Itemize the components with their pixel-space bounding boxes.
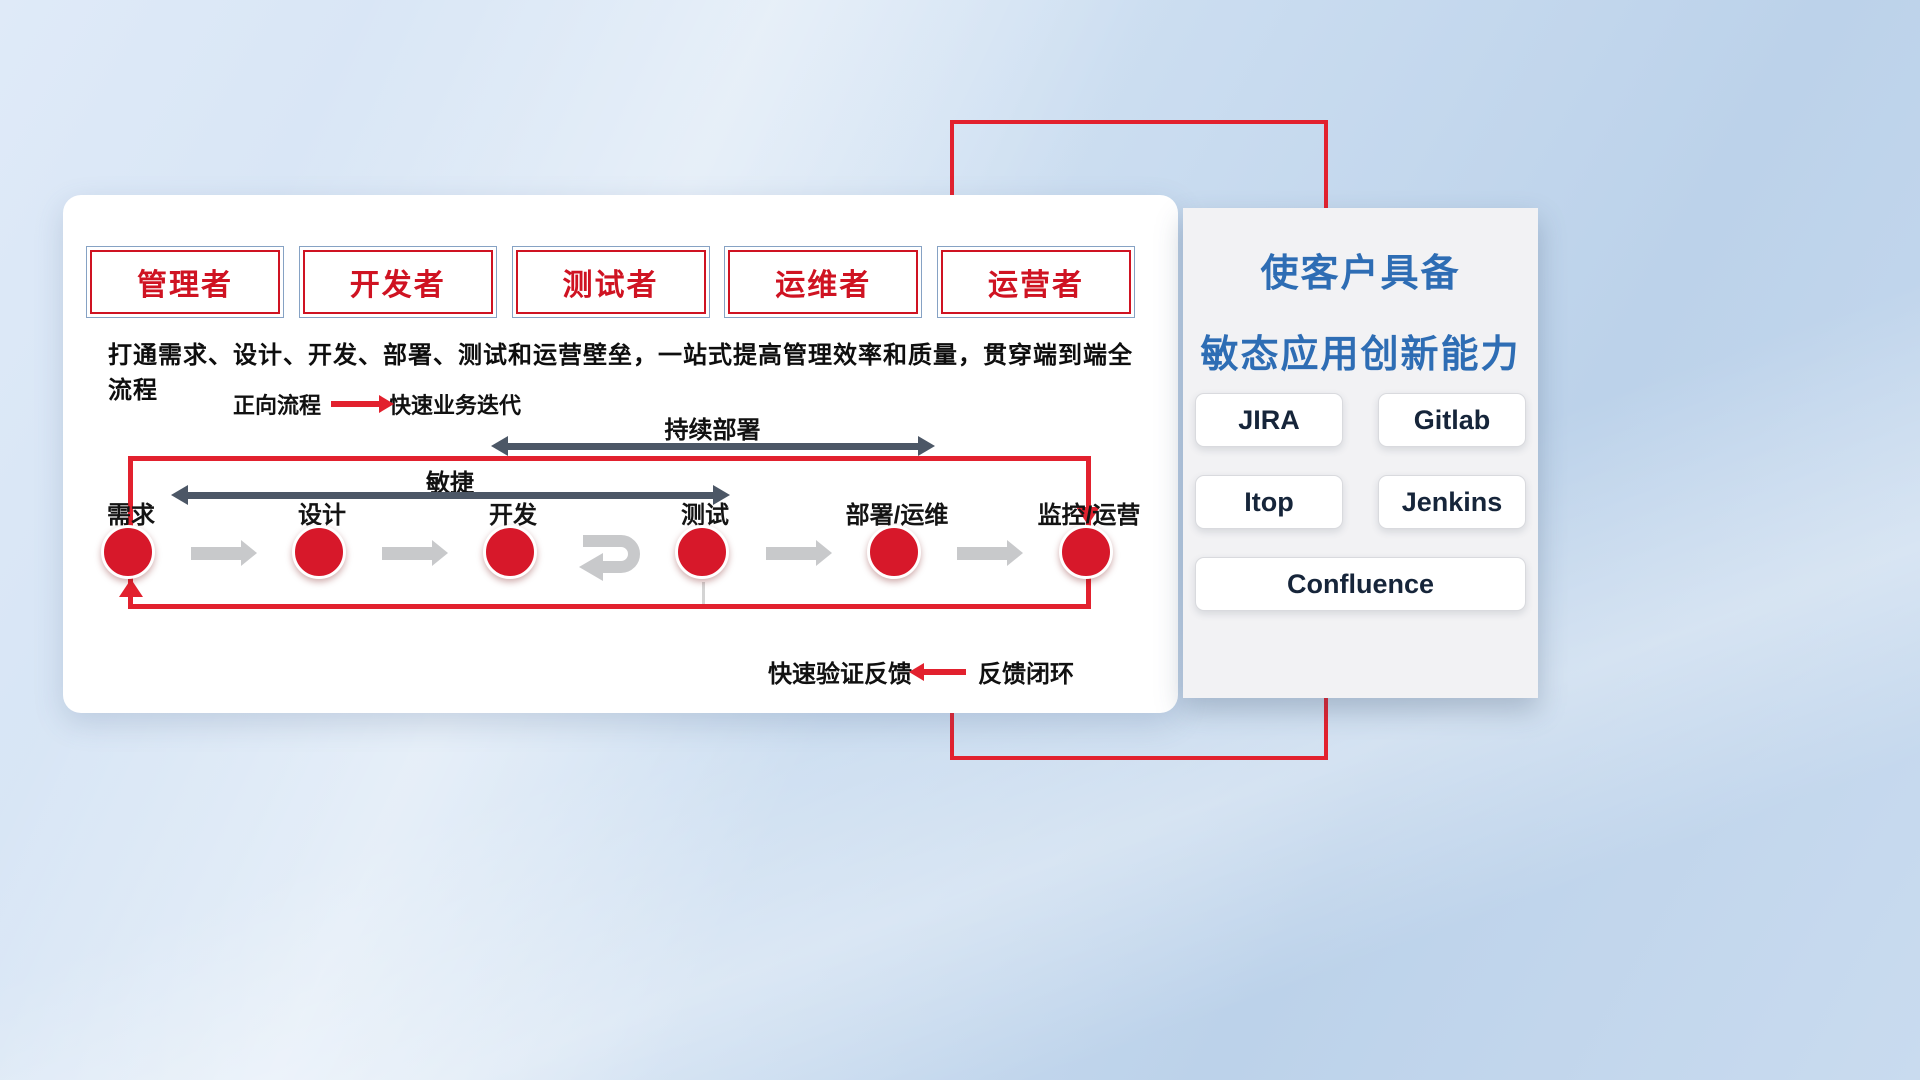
- forward-arrow-icon: [331, 395, 395, 413]
- flow-node-label: 部署/运维: [845, 502, 949, 529]
- continuous-deploy-label: 持续部署: [664, 417, 761, 444]
- tool-box-jira: JIRA: [1195, 393, 1343, 447]
- flow-node-label: 需求: [107, 502, 155, 529]
- flow-node-label: 测试: [681, 502, 729, 529]
- flow-arrow-icon: [382, 540, 448, 566]
- role-label: 开发者: [349, 269, 446, 302]
- capability-panel: 使客户具备 敏态应用创新能力 JIRA Gitlab Itop Jenkins …: [1183, 208, 1538, 698]
- panel-title-line1: 使客户具备: [1260, 253, 1461, 295]
- flow-node-monitor-operate: [1059, 525, 1113, 579]
- forward-flow-legend: 正向流程 快速业务迭代: [233, 388, 521, 420]
- tool-box-itop: Itop: [1195, 475, 1343, 529]
- role-box-ops: 运维者: [724, 246, 923, 318]
- tool-box-jenkins: Jenkins: [1378, 475, 1526, 529]
- feedback-arrow-icon: [909, 662, 966, 681]
- process-description: 打通需求、设计、开发、部署、测试和运营壁垒，一站式提高管理效率和质量，贯穿端到端…: [108, 342, 1133, 404]
- agile-span-arrow-icon: [171, 485, 730, 505]
- continuous-deploy-span-arrow-icon: [491, 436, 935, 456]
- feedback-value: 反馈闭环: [978, 661, 1074, 688]
- flow-node-deploy-ops: [867, 525, 921, 579]
- double-arrow-icon: [491, 436, 935, 456]
- devops-flow-card: 管理者 开发者 测试者 运维者 运营者 打通需求、设计、开发、部署、测试和运营壁…: [63, 195, 1178, 713]
- flow-node-label: 监控/运营: [1037, 502, 1141, 529]
- flow-node-label: 设计: [298, 502, 346, 529]
- iteration-loop-arrow-icon: [569, 525, 649, 590]
- tools-grid: JIRA Gitlab Itop Jenkins Confluence: [1195, 393, 1526, 611]
- flow-node-requirements: [101, 525, 155, 579]
- tool-box-gitlab: Gitlab: [1378, 393, 1526, 447]
- flow-node-design: [292, 525, 346, 579]
- role-boxes-row: 管理者 开发者 测试者 运维者 运营者: [86, 246, 1135, 318]
- loop-arrow-down-icon: [1076, 507, 1100, 525]
- role-box-manager: 管理者: [86, 246, 284, 318]
- flow-node-label: 开发: [489, 502, 537, 529]
- role-label: 管理者: [137, 269, 233, 302]
- double-arrow-icon: [171, 485, 730, 505]
- panel-title-line2: 敏态应用创新能力: [1200, 334, 1521, 376]
- forward-flow-value: 快速业务迭代: [389, 393, 522, 418]
- role-box-developer: 开发者: [298, 246, 497, 318]
- role-box-operator: 运营者: [937, 246, 1135, 318]
- loop-arrow-up-icon: [119, 579, 143, 597]
- flow-node-testing: [675, 525, 729, 579]
- tool-box-confluence: Confluence: [1195, 557, 1526, 611]
- feedback-legend: 快速验证反馈 反馈闭环: [768, 654, 1074, 689]
- role-label: 测试者: [562, 269, 659, 302]
- flow-arrow-icon: [191, 540, 257, 566]
- flow-arrow-icon: [766, 540, 832, 566]
- role-box-tester: 测试者: [511, 246, 710, 318]
- flow-node-development: [483, 525, 537, 579]
- test-node-connector-line: [702, 582, 705, 606]
- feedback-label: 快速验证反馈: [768, 661, 912, 688]
- role-label: 运营者: [988, 269, 1084, 302]
- role-label: 运维者: [775, 269, 872, 302]
- flow-arrow-icon: [957, 540, 1023, 566]
- forward-flow-label: 正向流程: [233, 393, 322, 418]
